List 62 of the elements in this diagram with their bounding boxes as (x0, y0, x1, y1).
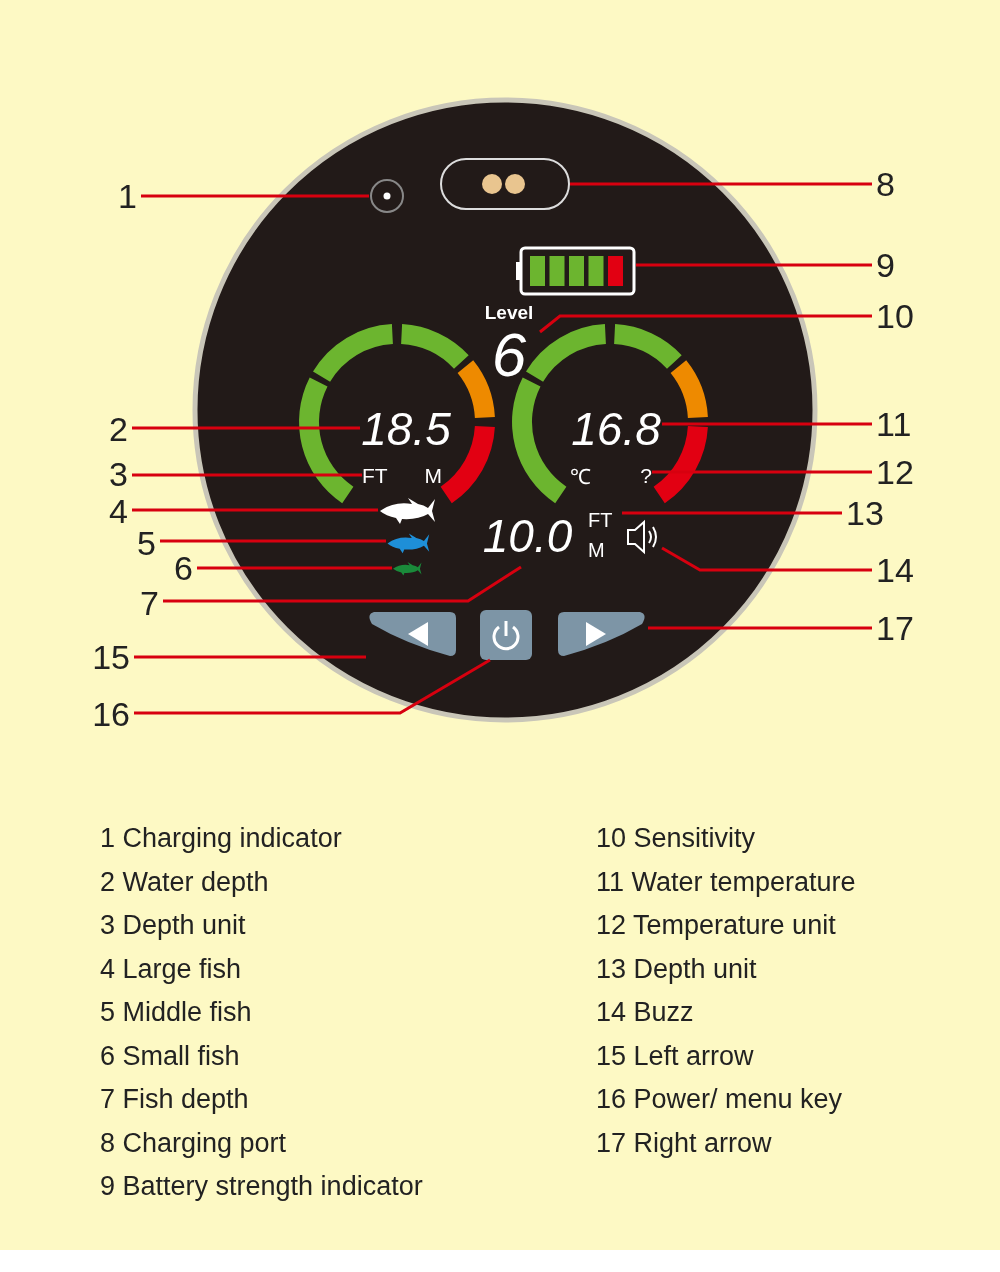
callout-number: 15 (92, 640, 130, 674)
key-text: 12 Temperature unit (596, 909, 836, 941)
key-text: 5 Middle fish (100, 996, 252, 1028)
key-text: 14 Buzz (596, 996, 694, 1028)
unit-label: ℃ (570, 464, 591, 490)
digital-readout: 10.0 (480, 505, 575, 567)
key-text: 11 Water temperature (596, 865, 856, 898)
leader-line (132, 426, 360, 430)
callout-number: 2 (109, 412, 128, 446)
leader-line (134, 655, 366, 659)
leader-line (163, 565, 522, 603)
leader-line (539, 314, 872, 334)
leader-line (622, 511, 842, 515)
callout-number: 17 (876, 611, 914, 645)
leader-line (197, 566, 392, 570)
key-text: 7 Fish depth (100, 1083, 249, 1115)
unit-label: M (424, 464, 442, 488)
leader-line (661, 546, 872, 572)
leader-line (160, 539, 386, 543)
leader-line (648, 626, 872, 630)
key-text: 15 Left arrow (596, 1039, 754, 1072)
key-text: 8 Charging port (100, 1126, 287, 1159)
callout-number: 6 (174, 551, 193, 585)
key-text: 6 Small fish (100, 1039, 240, 1072)
callout-number: 7 (140, 586, 159, 620)
callout-number: 8 (876, 167, 895, 201)
key-text: 17 Right arrow (596, 1126, 772, 1159)
leader-line (570, 182, 872, 186)
key-text: 2 Water depth (100, 865, 269, 898)
callout-number: 10 (876, 299, 914, 333)
key-text: 16 Power/ menu key (596, 1083, 843, 1115)
callout-number: 5 (137, 526, 156, 560)
callout-number: 1 (118, 179, 137, 213)
leader-line (662, 422, 872, 426)
key-text: 1 Charging indicator (100, 822, 342, 854)
callout-number: 4 (109, 494, 128, 528)
callout-number: 12 (876, 455, 914, 489)
digital-readout: 18.5 (360, 403, 452, 455)
leader-line (132, 508, 378, 512)
key-text: 3 Depth unit (100, 909, 246, 941)
leader-line (141, 194, 369, 198)
key-text: 10 Sensitivity (596, 822, 756, 854)
callout-number: 16 (92, 697, 130, 731)
leader-line (636, 263, 872, 267)
callout-number: 9 (876, 248, 895, 282)
callout-number: 14 (876, 553, 914, 587)
callout-number: 13 (846, 496, 884, 530)
digital-readout: 6 (490, 324, 528, 386)
unit-label: ? (640, 464, 652, 488)
key-text: 4 Large fish (100, 952, 242, 985)
leader-line (134, 658, 491, 715)
key-text: 13 Depth unit (596, 952, 757, 985)
unit-label: M (588, 538, 606, 563)
unit-label: FT (588, 508, 614, 533)
callout-number: 3 (109, 457, 128, 491)
key-text: 9 Battery strength indicator (100, 1170, 423, 1202)
digital-readout: 16.8 (570, 403, 662, 455)
leader-line (132, 473, 362, 477)
level-label: Level (483, 302, 535, 324)
leader-line (652, 470, 872, 474)
callout-number: 11 (876, 407, 912, 441)
unit-label: FT (362, 464, 388, 488)
